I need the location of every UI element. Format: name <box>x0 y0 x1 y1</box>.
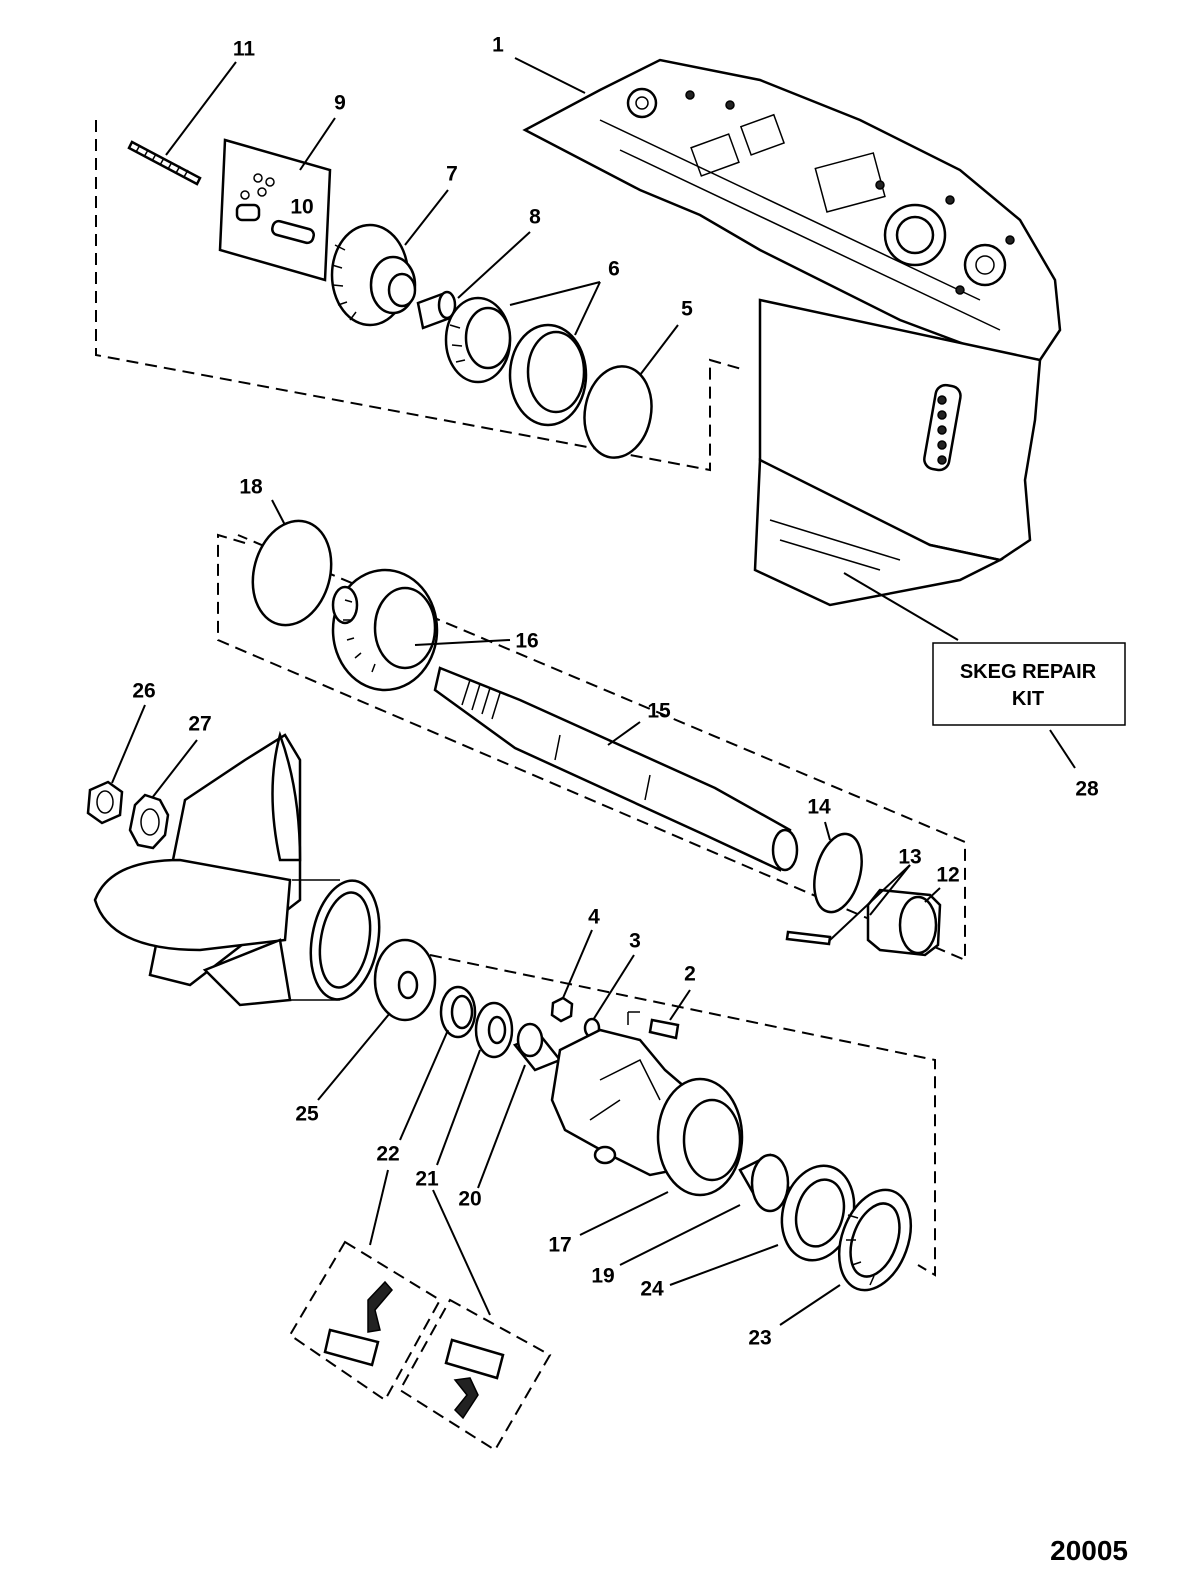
callout-12: 12 <box>936 864 959 887</box>
inset-detail-22 <box>288 1240 442 1402</box>
callout-2: 2 <box>684 963 696 986</box>
thrust-washer-24 <box>780 1164 856 1262</box>
callout-10: 10 <box>290 196 313 219</box>
callout-22a: 22 <box>376 1143 399 1166</box>
propeller-shaft-15 <box>433 666 799 872</box>
figure-id: 20005 <box>1050 1535 1128 1566</box>
clutch-12 <box>866 888 942 957</box>
skeg-repair-kit-box: SKEG REPAIR KIT <box>932 642 1126 726</box>
stud-2 <box>627 1011 680 1040</box>
nut-4 <box>550 996 574 1023</box>
tapered-bearing-6 <box>444 296 588 427</box>
callout-23: 23 <box>748 1327 771 1350</box>
thrust-bearing-23 <box>838 1188 912 1292</box>
o-ring-5 <box>583 365 653 459</box>
needle-bearing-20 <box>512 1022 563 1072</box>
forward-gear-16 <box>331 568 439 692</box>
callout-16: 16 <box>515 630 538 653</box>
thrust-hub-25 <box>373 938 437 1022</box>
callout-6: 6 <box>608 258 620 281</box>
callout-3: 3 <box>629 930 641 953</box>
callout-20: 20 <box>458 1188 481 1211</box>
callout-1: 1 <box>492 34 504 57</box>
needle-bearing-8 <box>416 290 457 330</box>
leader-lines <box>111 57 1076 1326</box>
callout-27: 27 <box>188 713 211 736</box>
callout-7: 7 <box>446 163 458 186</box>
callout-11: 11 <box>233 38 256 61</box>
callout-28: 28 <box>1075 778 1099 801</box>
callout-8: 8 <box>529 206 541 229</box>
cross-pin-13 <box>785 930 832 946</box>
dashed-group-top <box>95 120 746 472</box>
bearing-19 <box>738 1153 792 1213</box>
thrust-ring-14 <box>813 832 863 914</box>
dashed-group-bottom <box>429 954 936 1277</box>
washer-21 <box>474 1001 514 1059</box>
callout-4: 4 <box>588 906 600 929</box>
spring-11 <box>127 140 202 186</box>
callout-15: 15 <box>647 700 671 723</box>
o-ring-18 <box>251 519 333 627</box>
dashed-group-middle <box>217 533 966 962</box>
callout-21a: 21 <box>415 1168 439 1191</box>
pinion-gear-7 <box>330 223 417 327</box>
callout-13: 13 <box>898 846 921 869</box>
kit-label-line2: KIT <box>1012 688 1044 710</box>
propeller-nut-26 <box>86 780 124 825</box>
callout-24: 24 <box>640 1278 664 1301</box>
shim-card-9 <box>218 138 332 282</box>
callout-18: 18 <box>239 476 263 499</box>
callout-5: 5 <box>681 298 693 321</box>
callout-14: 14 <box>807 796 831 819</box>
kit-label-line1: SKEG REPAIR <box>960 661 1097 683</box>
oil-seal-22 <box>439 985 477 1039</box>
gear-housing <box>522 58 1062 607</box>
callout-9: 9 <box>334 92 346 115</box>
callout-25: 25 <box>295 1103 319 1126</box>
callout-19: 19 <box>591 1265 614 1288</box>
callout-numbers: 1 11 9 10 7 8 6 5 18 16 15 14 13 12 28 2… <box>132 34 1099 1350</box>
inset-detail-21 <box>398 1298 552 1452</box>
callout-26: 26 <box>132 680 155 703</box>
tab-washer-27 <box>128 793 170 850</box>
bearing-carrier-17 <box>550 1028 744 1197</box>
callout-17: 17 <box>548 1234 571 1257</box>
propeller <box>93 730 381 1007</box>
